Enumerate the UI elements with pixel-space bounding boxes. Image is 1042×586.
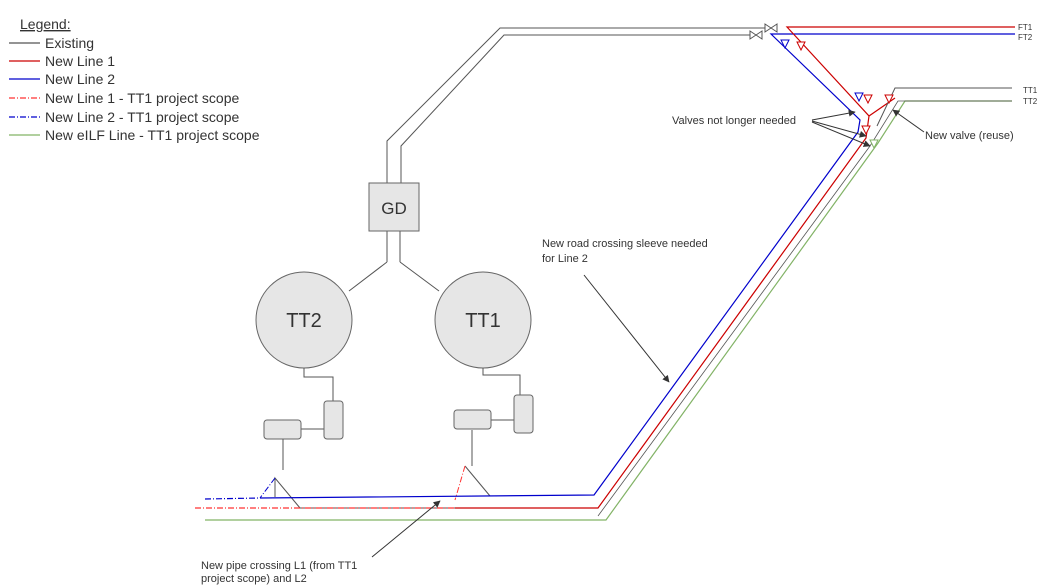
new-line-1-to-tt1 [868, 97, 896, 117]
tank-tt2-label: TT2 [286, 310, 322, 332]
valve-line-1-mid [863, 94, 873, 105]
gd-branch-tt1 [399, 261, 440, 292]
valve-new-reuse [884, 94, 894, 105]
legend-label-line-2-scope: New Line 2 - TT1 project scope [45, 109, 239, 125]
legend-title: Legend: [20, 16, 71, 32]
tt2-outlet-pipe [303, 368, 334, 401]
legend-label-eilf: New eILF Line - TT1 project scope [45, 127, 260, 143]
gd-label: GD [381, 199, 407, 218]
tt2-branch-existing [274, 476, 301, 509]
legend: Legend: Existing New Line 1 New Line 2 N… [9, 16, 260, 143]
valves [749, 23, 894, 150]
valve-line-1-upper [796, 41, 806, 52]
arrow-valves-3 [811, 121, 871, 147]
annotation-pipe-crossing: New pipe crossing L1 (from TT1 project s… [201, 500, 441, 585]
annotation-pipe-crossing-text-2: project scope) and L2 [201, 573, 307, 585]
valve-line-2-mid [854, 92, 864, 103]
valve-eilf [869, 139, 879, 150]
existing-pipe-gd-outer [386, 27, 775, 183]
arrow-valves-1 [811, 109, 856, 121]
valve-existing-ft2 [749, 30, 763, 40]
arrow-pipe-crossing [371, 500, 441, 558]
endpoint-ft2: FT2 [1018, 33, 1033, 42]
tt1-line1-scope-branch [454, 465, 466, 501]
tank-tt1-label: TT1 [465, 310, 501, 332]
existing-line-to-tt1 [876, 87, 1012, 127]
legend-label-new-line-1: New Line 1 [45, 53, 115, 69]
annotation-pipe-crossing-text-1: New pipe crossing L1 (from TT1 [201, 560, 357, 572]
annotation-new-valve: New valve (reuse) [892, 109, 1014, 142]
annotation-road-crossing: New road crossing sleeve needed for Line… [542, 238, 708, 383]
new-line-1 [455, 26, 1015, 509]
legend-label-new-line-2: New Line 2 [45, 71, 115, 87]
gd-to-tank-pipes [348, 231, 440, 292]
gd-equipment [368, 182, 420, 232]
gd-branch-tt2 [348, 261, 388, 292]
annotation-road-crossing-text-1: New road crossing sleeve needed [542, 238, 708, 250]
valve-line-1-lower [861, 125, 871, 136]
valve-existing-ft1 [764, 23, 778, 33]
new-line-2-main [259, 33, 1015, 499]
endpoint-ft1: FT1 [1018, 23, 1033, 32]
new-line-2-scope-segment [204, 497, 261, 500]
endpoint-tt1: TT1 [1023, 86, 1038, 95]
existing-tt2-parallel [597, 100, 1012, 517]
arrow-new-valve [892, 109, 925, 133]
tt1-filter [513, 394, 534, 434]
arrow-road-crossing [583, 274, 670, 383]
tt2-pump [263, 419, 302, 440]
existing-gd-manifold [386, 27, 775, 183]
annotation-valves-text: Valves not longer needed [672, 115, 796, 127]
annotation-new-valve-text: New valve (reuse) [925, 130, 1014, 142]
tt1-branch-existing [464, 465, 491, 497]
tt1-pump [453, 409, 492, 430]
new-line-2 [259, 33, 1015, 499]
annotation-road-crossing-text-2: for Line 2 [542, 253, 588, 265]
tt1-equipment-piping [464, 368, 521, 497]
legend-label-line-1-scope: New Line 1 - TT1 project scope [45, 90, 239, 106]
legend-label-existing: Existing [45, 35, 94, 51]
arrow-valves-2 [811, 120, 867, 138]
tt2-line2-scope-branch [259, 477, 276, 499]
existing-pipe-gd-inner [400, 34, 758, 183]
new-line-1-main [455, 26, 1015, 509]
valve-line-2-upper [780, 39, 790, 50]
tt2-filter [323, 400, 344, 440]
endpoint-tt2: TT2 [1023, 97, 1038, 106]
annotation-valves-not-needed: Valves not longer needed [672, 109, 871, 147]
tt1-outlet-pipe [482, 368, 521, 395]
